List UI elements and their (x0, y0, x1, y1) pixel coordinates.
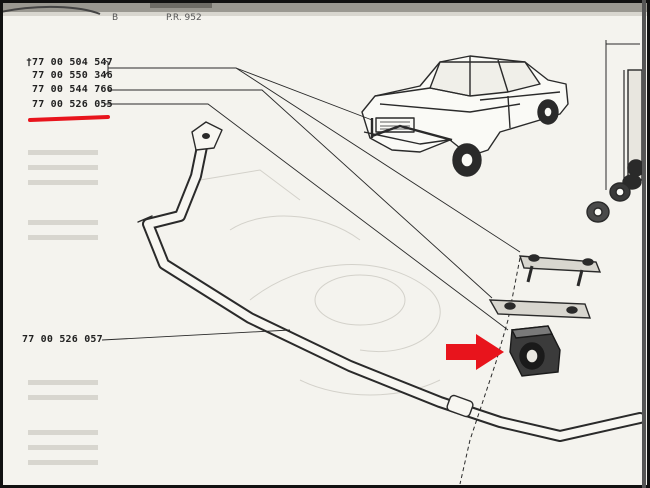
anti-roll-bar (137, 121, 646, 442)
header-letter: B (112, 13, 119, 23)
highlight-arrow (446, 334, 504, 370)
bracket-plate (488, 299, 592, 319)
part-number-marker: † (26, 57, 33, 68)
part-number-bushing: 77 00 526 055 (32, 99, 113, 110)
top-left-fragment-line (0, 5, 101, 15)
clamp-plate (519, 254, 602, 287)
ghost-print (199, 169, 441, 396)
car-illustration (361, 55, 569, 177)
leader-lines (101, 67, 521, 341)
part-number-anti-roll-bar: 77 00 526 057 (22, 334, 103, 345)
part-number-bracket-1: 77 00 504 547 (32, 57, 113, 68)
highlight-underline (28, 115, 110, 122)
bracket-brace (103, 59, 109, 77)
axis-dashed-line (459, 257, 521, 485)
right-side-components (586, 40, 645, 223)
part-number-bracket-2: 77 00 550 346 (32, 70, 113, 81)
rubber-bushing (509, 325, 561, 377)
ghost-text-rows (28, 150, 98, 465)
header-ref-box (150, 2, 212, 8)
part-number-clamp: 77 00 544 766 (32, 84, 113, 95)
page-top-shadow (0, 12, 650, 16)
header-reference: P.R. 952 (166, 13, 202, 23)
